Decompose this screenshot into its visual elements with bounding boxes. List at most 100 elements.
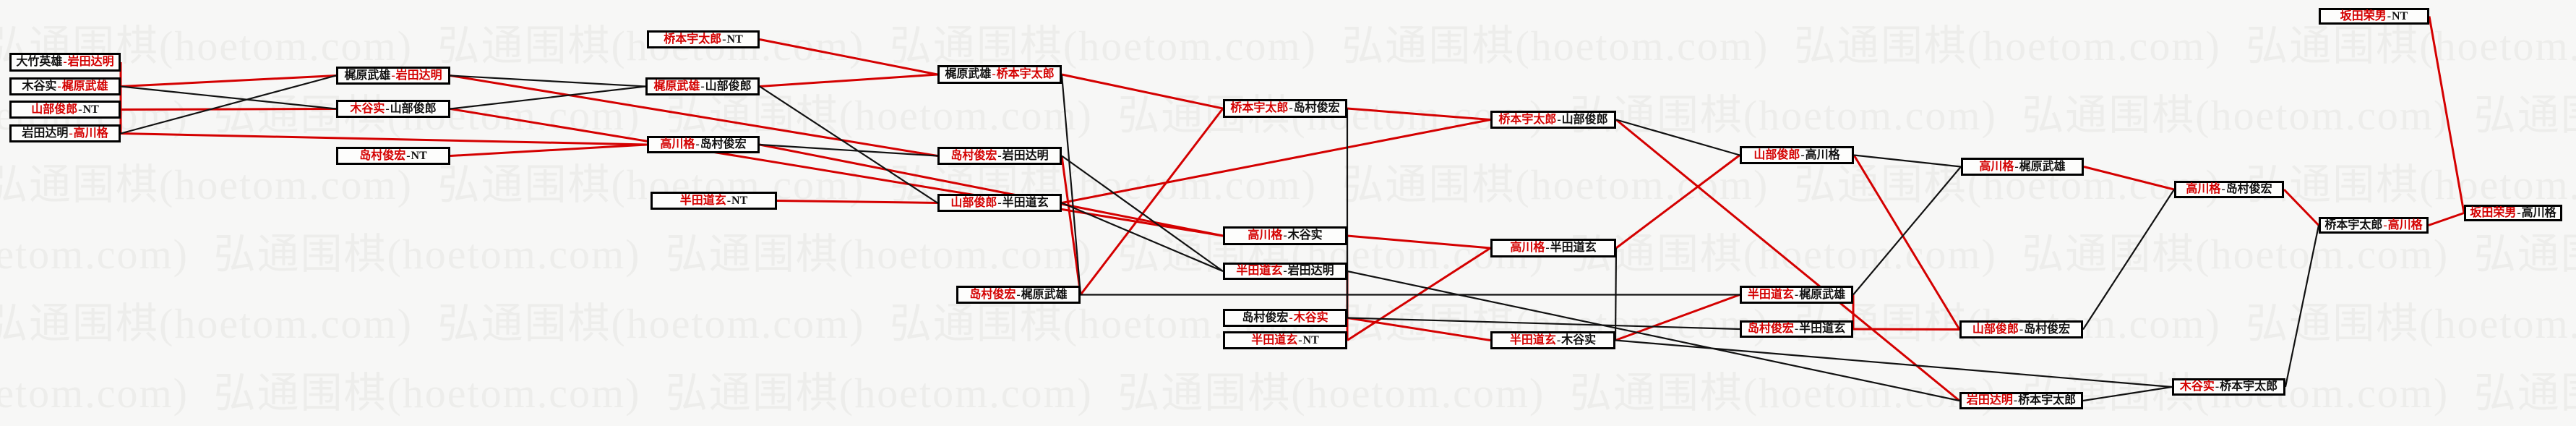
player-name-loser: 梶原武雄 <box>945 68 992 80</box>
match-box-b23: 半田道玄-木谷实 <box>1490 331 1615 349</box>
connector-line-b18-b29 <box>1347 270 1960 402</box>
player-name-loser: 岛村俊宏 <box>1293 102 1340 114</box>
name-separator-dash: - <box>385 102 390 115</box>
name-separator-dash: - <box>2014 160 2019 173</box>
name-separator-dash: - <box>1556 333 1561 346</box>
player-name-winner: 桥本宇太郎 <box>1498 113 1557 126</box>
connector-line-b17-b22 <box>1347 234 1491 250</box>
match-box-b15: 岛村俊宏-梶原武雄 <box>956 286 1081 304</box>
player-name-winner: 梶原武雄 <box>61 80 108 93</box>
match-box-b30: 高川格-岛村俊宏 <box>2174 181 2284 198</box>
connector-line-b24-b28 <box>1852 154 1961 331</box>
player-name-loser: 半田道玄 <box>1550 242 1597 254</box>
connector-line-b5-b9 <box>450 74 646 88</box>
player-name-winner: 高川格 <box>2387 218 2423 231</box>
player-name-winner: 坂田荣男 <box>2470 206 2517 219</box>
player-name-winner: 岛村俊宏 <box>359 149 406 162</box>
match-box-b5: 梶原武雄-岩田达明 <box>336 67 450 85</box>
player-name-loser: 梶原武雄 <box>344 69 391 82</box>
name-separator-dash: - <box>2517 206 2521 219</box>
player-name-winner: 半田道玄 <box>1509 333 1556 346</box>
connector-line-b4-b5 <box>120 74 337 135</box>
name-separator-dash: - <box>726 194 731 207</box>
connector-line-b6-b9 <box>450 85 646 110</box>
player-name-loser: 桥本宇太郎 <box>2220 380 2278 393</box>
player-name-winner: 高川格 <box>1248 229 1283 242</box>
watermark-text: 弘通围棋(hoetom.com) 弘通围棋(hoetom.com) 弘通围棋(h… <box>0 22 2576 69</box>
connector-line-b22-b23 <box>1614 247 1618 341</box>
name-separator-dash: - <box>78 103 82 116</box>
player-name-loser: 梶原武雄 <box>2019 160 2066 173</box>
player-name-loser: 半田道玄 <box>1002 196 1049 209</box>
match-box-b10: 高川格-岛村俊宏 <box>647 136 760 153</box>
player-name-winner: 高川格 <box>2186 183 2221 195</box>
player-name-winner: 半田道玄 <box>1747 288 1794 301</box>
match-box-b21: 桥本宇太郎-山部俊郎 <box>1490 111 1616 129</box>
connector-line-b7-b10 <box>450 143 648 157</box>
connector-line-b19-b26 <box>1347 317 1740 331</box>
name-separator-dash: - <box>722 33 726 46</box>
name-separator-dash: - <box>1557 113 1561 126</box>
player-name-loser: NT <box>731 194 748 207</box>
name-separator-dash: - <box>2215 380 2220 393</box>
name-separator-dash: - <box>1016 288 1021 301</box>
connector-line-b21-b24 <box>1615 119 1740 156</box>
player-name-winner: 桥本宇太郎 <box>1230 102 1289 114</box>
player-name-winner: 山部俊郎 <box>31 103 78 116</box>
connector-line-b16-b21 <box>1347 107 1491 121</box>
connector-line-b11-b14 <box>776 200 938 204</box>
name-separator-dash: - <box>1800 148 1805 161</box>
name-separator-dash: - <box>1794 323 1799 335</box>
connector-line-b29-b31 <box>2082 385 2173 402</box>
watermark-text: 弘通围棋(hoetom.com) 弘通围棋(hoetom.com) 弘通围棋(h… <box>0 161 2576 208</box>
player-name-loser: 岛村俊宏 <box>1242 311 1289 324</box>
player-name-winner: 半田道玄 <box>1251 333 1298 346</box>
connector-line-b8-b12 <box>759 38 938 76</box>
connector-line-b14-b21 <box>1061 119 1491 204</box>
connector-line-b24-b27 <box>1853 154 1962 168</box>
connector-line-b30-b33 <box>2283 188 2320 226</box>
match-box-b27: 高川格-梶原武雄 <box>1961 158 2084 176</box>
connector-line-b33-b34 <box>2428 212 2465 226</box>
connector-line-b21-b29 <box>1615 119 1960 402</box>
match-box-b4: 岩田达明-高川格 <box>9 124 121 142</box>
player-name-loser: 木谷实 <box>22 80 57 93</box>
connector-line-b19-b23 <box>1347 317 1491 341</box>
player-name-loser: 木谷实 <box>1561 333 1597 346</box>
name-separator-dash: - <box>1545 242 1550 254</box>
player-name-loser: 大竹英雄 <box>16 56 63 68</box>
player-name-winner: 山部俊郎 <box>1753 148 1800 161</box>
connector-line-b23-b31 <box>1615 339 2173 388</box>
player-name-loser: NT <box>2392 9 2408 22</box>
connector-line-b12-b15 <box>1060 74 1082 295</box>
match-box-b6: 木谷实-山部俊郎 <box>336 100 450 118</box>
match-box-b7: 岛村俊宏-NT <box>336 147 450 165</box>
player-name-loser: 山部俊郎 <box>390 102 437 115</box>
match-box-b26: 岛村俊宏-半田道玄 <box>1740 320 1853 338</box>
match-box-b19: 岛村俊宏-木谷实 <box>1223 309 1347 327</box>
player-name-loser: 梶原武雄 <box>1021 288 1068 301</box>
player-name-winner: 岩田达明 <box>67 56 114 68</box>
name-separator-dash: - <box>2387 9 2392 22</box>
player-name-winner: 桥本宇太郎 <box>664 33 722 46</box>
player-name-winner: 岛村俊宏 <box>950 149 997 162</box>
match-box-b31: 木谷实-桥本宇太郎 <box>2172 378 2285 396</box>
match-box-b16: 桥本宇太郎-岛村俊宏 <box>1223 99 1347 118</box>
connector-line-b9-b14 <box>759 85 938 204</box>
player-name-loser: 岛村俊宏 <box>700 138 747 150</box>
connector-line-b32-b34 <box>2428 16 2465 213</box>
player-name-winner: 木谷实 <box>1293 311 1328 324</box>
name-separator-dash: - <box>391 69 395 82</box>
player-name-loser: NT <box>1302 333 1319 346</box>
connector-line-b28-b30 <box>2082 189 2175 331</box>
connector-line-b6-b17 <box>450 108 1224 237</box>
match-box-b29: 岩田达明-桥本宇太郎 <box>1959 392 2083 409</box>
connector-line-b14-b18 <box>1061 202 1224 273</box>
player-name-winner: 半田道玄 <box>679 194 726 207</box>
match-box-b33: 桥本宇太郎-高川格 <box>2319 217 2429 234</box>
match-box-b3: 山部俊郎-NT <box>9 101 121 119</box>
name-separator-dash: - <box>2221 183 2225 195</box>
name-separator-dash: - <box>69 127 73 140</box>
connector-line-b3-b6 <box>120 108 337 111</box>
